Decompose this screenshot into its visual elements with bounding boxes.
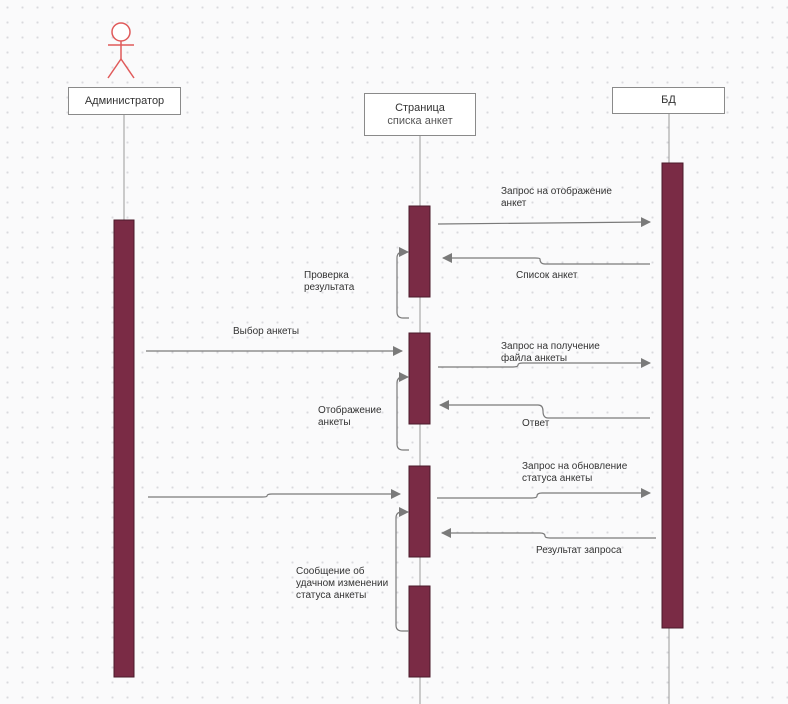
arrow-list <box>442 253 650 265</box>
message-label-answer: Ответ <box>522 418 550 429</box>
message-label-req-update: Запрос на обновление статуса анкеты <box>522 461 628 484</box>
activation-page-4 <box>408 585 431 678</box>
activation-page-2 <box>408 332 431 425</box>
actor-icon <box>107 22 135 79</box>
activation-page-1 <box>408 205 431 298</box>
arrow-req-file <box>438 358 651 368</box>
participant-page[interactable]: Страница списка анкет <box>364 93 476 136</box>
participant-db-label: БД <box>661 94 676 106</box>
message-label-result: Результат запроса <box>536 545 622 556</box>
message-label-req-display: Запрос на отображение анкет <box>501 186 612 209</box>
participant-admin-label: Администратор <box>84 94 165 107</box>
message-label-list: Список анкет <box>516 270 578 281</box>
activation-page-3 <box>408 465 431 558</box>
participant-admin[interactable]: Администратор <box>68 87 181 115</box>
message-label-success: Сообщение об удачном изменении статуса а… <box>296 566 389 601</box>
participant-page-label-2: списка анкет <box>387 114 453 127</box>
activation-admin <box>113 219 135 678</box>
participant-db[interactable]: БД <box>612 87 725 114</box>
arrow-req-display <box>437 217 651 228</box>
message-label-show: Отображение анкеты <box>318 405 382 428</box>
arrow-req-update <box>437 488 651 499</box>
message-label-check: Проверка результата <box>304 270 355 293</box>
participant-page-label-1: Страница <box>395 101 445 114</box>
message-label-req-file: Запрос на получение файла анкеты <box>501 341 600 364</box>
arrow-show <box>396 372 409 451</box>
arrow-result <box>441 528 656 539</box>
arrow-admin-update <box>148 489 401 499</box>
activation-db <box>661 162 684 629</box>
message-label-choose: Выбор анкеты <box>233 326 300 337</box>
arrow-success <box>395 507 409 632</box>
arrow-check <box>396 247 409 319</box>
arrow-answer <box>439 400 650 419</box>
